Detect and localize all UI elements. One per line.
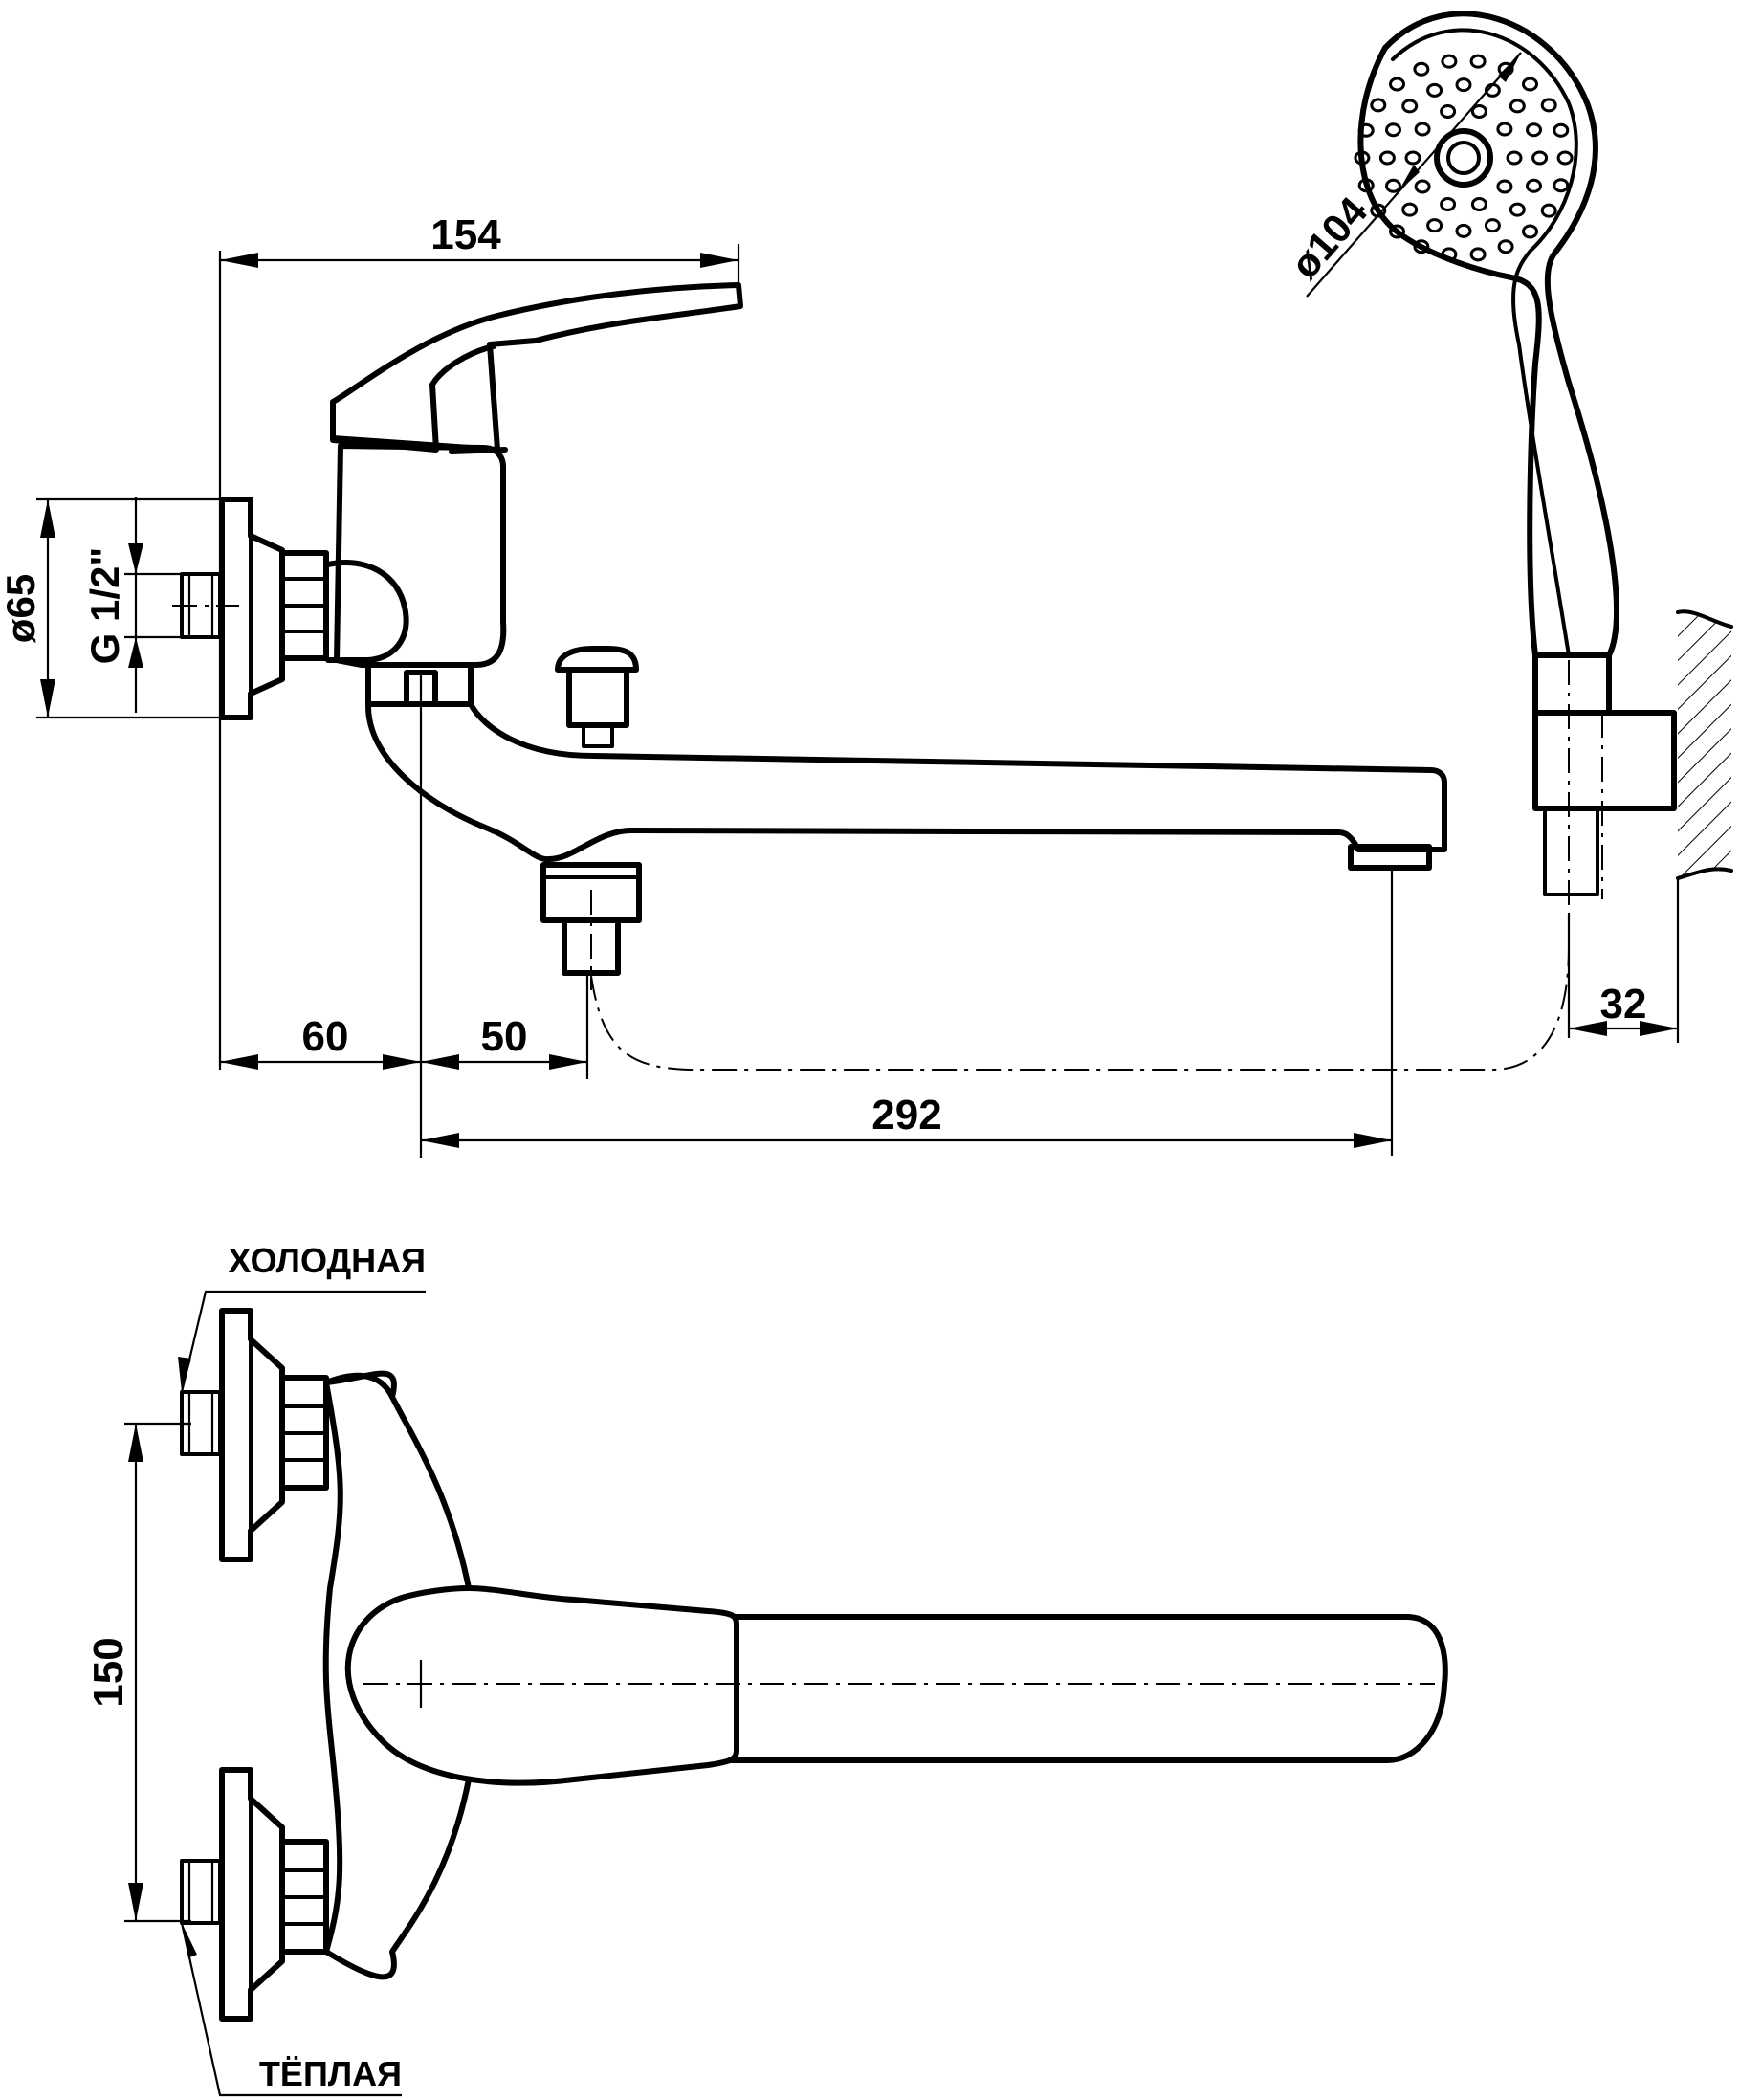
nozzle xyxy=(1506,150,1523,166)
cold-label: ХОЛОДНАЯ xyxy=(229,1241,427,1280)
nozzle xyxy=(1469,247,1487,262)
wall-flange xyxy=(219,497,285,720)
spout-top xyxy=(344,1585,1448,1786)
dim-spout-reach: 292 xyxy=(421,866,1394,1156)
nozzle xyxy=(1413,239,1430,254)
nozzle xyxy=(1470,104,1487,119)
nozzle xyxy=(1385,122,1401,138)
nozzle xyxy=(1441,247,1458,262)
dim-wall-offsets: 60 50 xyxy=(220,670,589,1158)
cold-inlet-flange xyxy=(180,1308,329,1562)
nozzle xyxy=(1441,54,1458,69)
nozzle xyxy=(1484,218,1501,233)
nozzle xyxy=(1522,224,1538,239)
nozzle xyxy=(1378,150,1396,166)
nozzle xyxy=(1553,178,1570,193)
lever-handle xyxy=(330,282,743,454)
dim-label-150: 150 xyxy=(85,1637,132,1707)
spout xyxy=(365,701,1447,863)
hose-outlet xyxy=(540,862,642,990)
cold-label-leader: ХОЛОДНАЯ xyxy=(178,1241,427,1393)
nozzle xyxy=(1455,77,1472,93)
nozzle xyxy=(1553,122,1570,138)
shower-holder xyxy=(1532,652,1677,918)
dim-label-65: ø65 xyxy=(0,574,43,643)
nozzle xyxy=(1357,178,1375,193)
nozzle xyxy=(1426,82,1443,98)
nozzle xyxy=(1540,203,1557,218)
dim-label-32: 32 xyxy=(1600,981,1647,1028)
dim-holder-offset: 32 xyxy=(1567,914,1678,1038)
mounting-wall xyxy=(1676,609,1733,1043)
nozzle xyxy=(1526,178,1542,193)
nozzle xyxy=(1414,179,1431,194)
side-view: 154 ø65 G 1/2" ø104 xyxy=(0,11,1733,1158)
nozzle xyxy=(1401,99,1419,114)
nozzle xyxy=(1496,179,1513,194)
dim-label-154: 154 xyxy=(430,211,501,258)
nozzle xyxy=(1469,54,1487,69)
nozzle xyxy=(1385,178,1401,193)
nozzle xyxy=(1455,223,1472,238)
nozzle xyxy=(1540,98,1557,113)
nozzle xyxy=(1531,150,1549,166)
nozzle xyxy=(1370,98,1387,113)
nozzle xyxy=(1556,150,1574,166)
nozzle xyxy=(1497,239,1514,254)
dim-label-thread: G 1/2" xyxy=(82,547,127,665)
nozzle xyxy=(1522,77,1538,92)
dim-thread: G 1/2" xyxy=(82,497,187,713)
spout-aerator xyxy=(1348,844,1432,871)
diverter-button xyxy=(555,646,639,748)
nozzle xyxy=(1440,197,1457,211)
warm-label: ТЁПЛАЯ xyxy=(259,2054,402,2093)
nozzle xyxy=(1354,150,1371,166)
dim-overall-width: 154 xyxy=(220,211,740,292)
shower-nozzles xyxy=(1354,54,1574,262)
nozzle xyxy=(1509,99,1526,114)
nozzle xyxy=(1496,122,1513,137)
mixer-body xyxy=(325,443,507,707)
hand-shower xyxy=(1306,11,1619,658)
dim-label-60: 60 xyxy=(302,1013,349,1060)
warm-inlet-flange xyxy=(180,1767,329,2022)
nozzle xyxy=(1413,61,1430,77)
dim-label-50: 50 xyxy=(481,1013,528,1060)
nozzle xyxy=(1401,202,1419,217)
nozzle xyxy=(1426,218,1443,233)
dim-label-292: 292 xyxy=(871,1092,941,1138)
nozzle xyxy=(1404,150,1421,166)
top-view: 150 ХОЛОДНАЯ ТЁПЛАЯ xyxy=(85,1241,1448,2097)
nozzle xyxy=(1470,197,1487,211)
nozzle xyxy=(1509,202,1526,217)
dim-flange-diameter: ø65 xyxy=(0,497,251,719)
nozzle xyxy=(1357,122,1375,138)
dim-inlet-spacing: 150 xyxy=(85,1422,191,1923)
inlet-pipe xyxy=(172,572,239,639)
nozzle xyxy=(1440,104,1457,119)
nozzle xyxy=(1389,224,1405,239)
nozzle xyxy=(1526,122,1542,138)
nozzle xyxy=(1414,122,1431,137)
warm-label-leader: ТЁПЛАЯ xyxy=(180,1922,402,2097)
nozzle xyxy=(1389,77,1405,92)
eccentric-nut xyxy=(279,550,329,661)
